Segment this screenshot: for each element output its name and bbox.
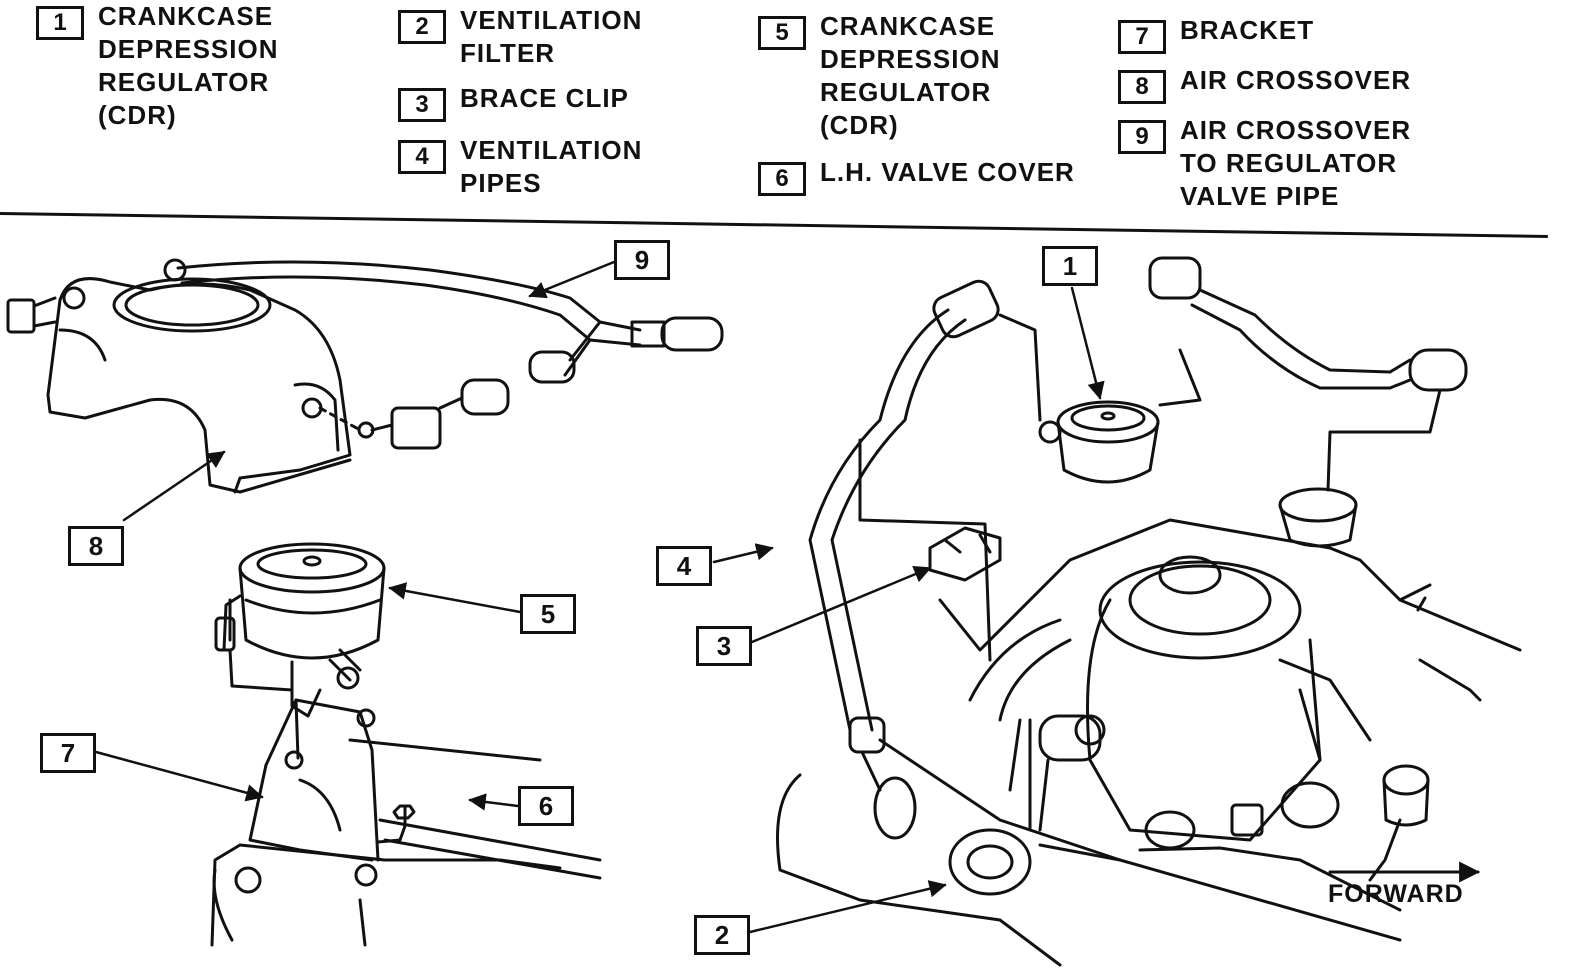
leader-9	[528, 260, 616, 299]
callout-1: 1	[1042, 246, 1098, 286]
callout-2: 2	[694, 915, 750, 955]
leader-4	[712, 543, 774, 564]
leader-1	[1070, 286, 1105, 400]
legend-number-6: 6	[758, 162, 806, 196]
legend-label-4: VENTILATION PIPES	[460, 135, 643, 198]
air-crossover-drawing	[6, 258, 724, 494]
legend-number-5: 5	[758, 16, 806, 50]
legend-label-6: L.H. VALVE COVER	[820, 157, 1075, 187]
cdr-bracket-drawing	[210, 542, 602, 947]
legend-label-8: AIR CROSSOVER	[1180, 65, 1412, 95]
engine-right-drawing	[776, 256, 1522, 967]
leader-lines	[94, 260, 1481, 934]
legend-number-2: 2	[398, 10, 446, 44]
callout-6: 6	[518, 786, 574, 826]
leader-6	[468, 793, 520, 811]
callout-8: 8	[68, 526, 124, 566]
forward-label: FORWARD	[1328, 880, 1464, 908]
legend-item-1: 1 CRANKCASE DEPRESSION REGULATOR (CDR)	[36, 1, 279, 132]
callout-9: 9	[614, 240, 670, 280]
legend-item-3: 3 BRACE CLIP	[398, 83, 629, 122]
leader-5	[388, 582, 522, 614]
legend-number-1: 1	[36, 6, 84, 40]
leader-2	[748, 880, 947, 934]
legend-label-1: CRANKCASE DEPRESSION REGULATOR (CDR)	[98, 1, 279, 130]
legend-item-2: 2 VENTILATION FILTER	[398, 5, 642, 70]
legend-item-5: 5 CRANKCASE DEPRESSION REGULATOR (CDR)	[758, 11, 1001, 142]
legend-item-4: 4 VENTILATION PIPES	[398, 135, 642, 200]
leader-7	[94, 750, 264, 802]
callout-7: 7	[40, 733, 96, 773]
legend-item-6: 6 L.H. VALVE COVER	[758, 157, 1075, 196]
legend-number-3: 3	[398, 88, 446, 122]
legend-label-5: CRANKCASE DEPRESSION REGULATOR (CDR)	[820, 11, 1001, 140]
legend-number-9: 9	[1118, 120, 1166, 154]
callout-5: 5	[520, 594, 576, 634]
legend-item-9: 9 AIR CROSSOVER TO REGULATOR VALVE PIPE	[1118, 115, 1411, 213]
legend-item-8: 8 AIR CROSSOVER	[1118, 65, 1411, 104]
legend-number-4: 4	[398, 140, 446, 174]
legend-number-7: 7	[1118, 20, 1166, 54]
leader-3	[750, 565, 932, 644]
legend-label-2: VENTILATION FILTER	[460, 5, 643, 68]
legend-label-9: AIR CROSSOVER TO REGULATOR VALVE PIPE	[1180, 115, 1412, 211]
legend-label-3: BRACE CLIP	[460, 83, 629, 113]
legend-label-7: BRACKET	[1180, 15, 1315, 45]
legend-item-7: 7 BRACKET	[1118, 15, 1314, 54]
legend-number-8: 8	[1118, 70, 1166, 104]
callout-3: 3	[696, 626, 752, 666]
leader-8	[122, 450, 226, 522]
callout-4: 4	[656, 546, 712, 586]
